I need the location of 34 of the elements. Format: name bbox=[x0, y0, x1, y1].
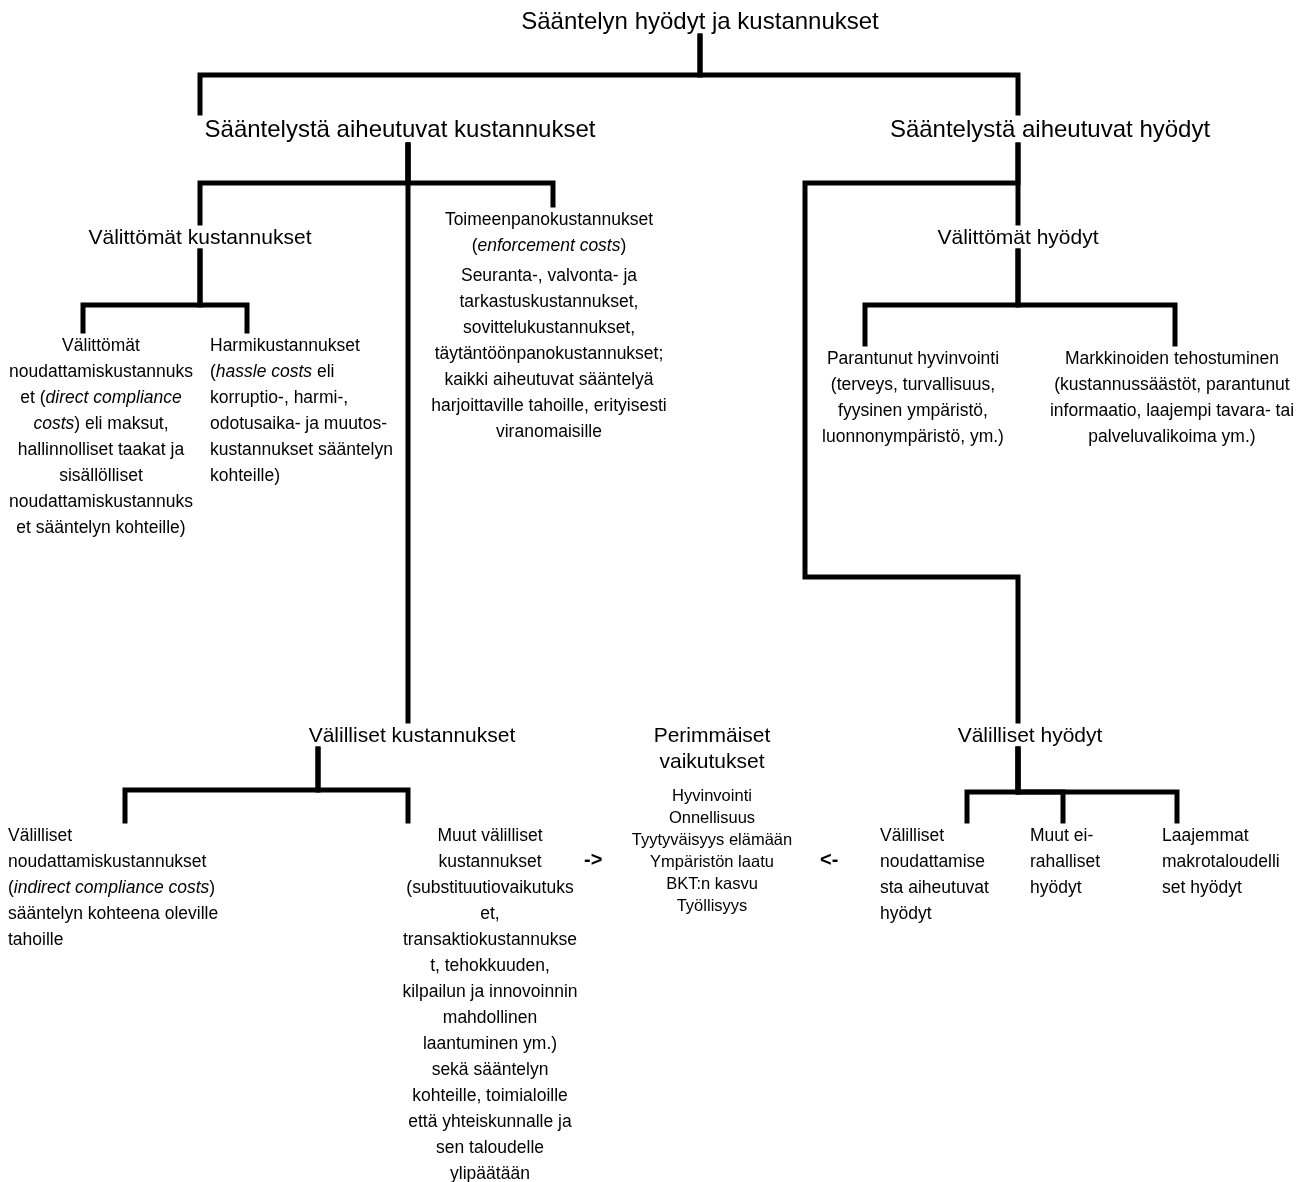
connector-line bbox=[697, 33, 1021, 116]
list-item: BKT:n kasvu bbox=[665, 873, 759, 894]
description-text: Harmikustannukset (hassle costs eli korruptio-, harmi-, odotusaika- ja muutos-kustannukset sääntelyn kohteille) bbox=[210, 332, 398, 488]
list-item: Hyvinvointi bbox=[671, 785, 753, 806]
node-label: Välittömät kustannukset bbox=[40, 224, 360, 250]
list-item: Työllisyys bbox=[675, 895, 749, 916]
connector-line bbox=[1015, 248, 1178, 347]
description-text: Välittömät noudattamiskustannukset (direct compliance costs) eli maksut, hallinnolliset taakat ja sisällölliset noudattamiskustannukset sääntelyn kohteille) bbox=[6, 332, 196, 540]
connector-line bbox=[802, 142, 1021, 724]
arrow-glyph: -> bbox=[584, 848, 603, 871]
node-label: Välilliset kustannukset bbox=[250, 722, 574, 748]
description-text: Markkinoiden tehostuminen (kustannussäästöt, parantunut informaatio, laajempi tavara- tai palveluvalikoima ym.) bbox=[1040, 345, 1304, 449]
description-text: Välilliset noudattamiskustannukset (indirect compliance costs) sääntelyn kohteena oleville tahoille bbox=[8, 822, 258, 952]
node-heading: Toimeenpanokustannukset (enforcement costs) bbox=[443, 208, 655, 257]
connector-line bbox=[1015, 746, 1180, 824]
description-text: Välilliset noudattamisesta aiheutuvat hyödyt bbox=[880, 822, 990, 926]
description-text: Parantunut hyvinvointi (terveys, turvallisuus, fyysinen ympäristö, luonnonympäristö, ym.) bbox=[818, 345, 1008, 449]
node-label: Sääntelystä aiheutuvat kustannukset bbox=[140, 114, 660, 144]
connector-line bbox=[405, 142, 411, 724]
description-text: Laajemmat makrotaloudelliset hyödyt bbox=[1162, 822, 1282, 900]
description-text: Muut välilliset kustannukset (substituutiovaikutukset, transaktiokustannukset, tehokkuuden, kilpailun ja innovoinnin mahdollinen laantuminen ym.) sekä sääntelyn kohteille, toimialoille että yhteiskunnalle ja sen taloudelle ylipäätään bbox=[402, 822, 578, 1182]
list-item: Onnellisuus bbox=[667, 807, 757, 828]
node-label: Välilliset hyödyt bbox=[910, 722, 1150, 748]
arrow-glyph: <- bbox=[820, 848, 839, 871]
description-text: Muut ei-rahalliset hyödyt bbox=[1030, 822, 1130, 900]
node-label: Välittömät hyödyt bbox=[900, 224, 1136, 250]
description-text: Seuranta-, valvonta- ja tarkastuskustannukset, sovittelukustannukset, täytäntöönpanokustannukset; kaikki aiheutuvat sääntelyä harjoittaville tahoille, erityisesti viranomaisille bbox=[430, 264, 668, 443]
root-label: Sääntelyn hyödyt ja kustannukset bbox=[450, 6, 950, 36]
node-heading: Perimmäiset vaikutukset bbox=[652, 722, 772, 774]
connector-line bbox=[315, 746, 411, 824]
node-label: Sääntelystä aiheutuvat hyödyt bbox=[830, 114, 1270, 144]
list-item: Tyytyväisyys elämään bbox=[630, 829, 794, 850]
connector-line bbox=[197, 248, 250, 334]
list-item: Ympäristön laatu bbox=[649, 851, 775, 872]
